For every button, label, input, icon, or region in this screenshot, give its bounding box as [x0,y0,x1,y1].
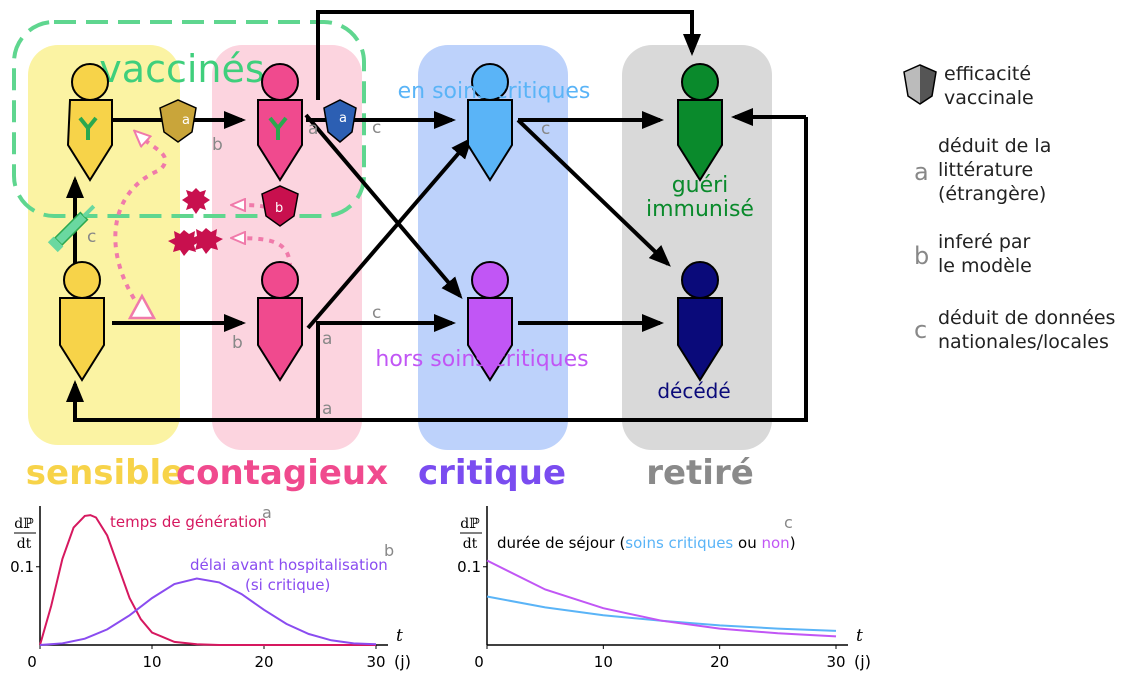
series-line-1 [39,577,377,646]
person-contagious [257,261,303,382]
x-axis-label: t [396,626,403,646]
arrow-cv-nonicu [304,113,463,300]
legend-a-l3: (étrangère) [938,183,1046,205]
edge-letter-b-bottom: b [232,333,243,353]
y-axis-label-num: dℙ [460,516,480,532]
contagieux-column [212,45,362,450]
edge-letter-c-cv: c [372,118,381,138]
arrow-c-icu [306,136,473,330]
x-tick-label: 10 [594,653,613,671]
arrow-icu-dead [516,118,671,267]
chart-title-part: durée de séjour ( [497,534,625,552]
y-axis-label-num: dℙ [14,516,34,532]
legend-b-l2: le modèle [938,255,1032,277]
group-label-critique: critique [418,453,566,493]
x-tick-label: 0 [27,653,37,671]
y-axis-label-den: dt [463,536,478,552]
arrow-cv-recovered [316,10,701,100]
x-axis-unit: (j) [394,652,411,671]
edge-letter-a-c: a [322,329,332,349]
icu-label: en soins critiques [398,79,591,104]
y-axis-label-den: dt [17,536,32,552]
edge-letter-a-loop: a [322,399,332,419]
edge-letter-c-c: c [372,303,381,323]
x-axis-unit: (j) [854,652,871,671]
person-non-icu [467,261,513,382]
series-line-1 [486,559,837,638]
chart-title-part: non [761,534,789,552]
edge-letter-c-vaccination: c [87,227,96,247]
series-sup-b: b [384,541,394,560]
chart-length-of-stay: dℙ dt 0 10 20 30 0.1 t (j) durée de séjour (soins… [457,506,871,671]
series-line-0 [486,595,837,632]
edge-letter-b-top: b [212,135,223,155]
edge-letter-c-icu: c [541,119,550,139]
series-label-hosp-2: (si critique) [245,576,330,594]
recovered-label-1: guéri [672,173,729,198]
legend-letter-b: b [914,242,929,270]
triangle-sensible [127,293,157,320]
antibody-icon [268,116,288,140]
antibody-icon [78,116,98,140]
legend-b-l1: inferé par [938,231,1031,253]
person-recovered [677,63,723,182]
legend-c-l1: déduit de données [938,307,1115,329]
shield-icon-b-pink: b [261,185,299,227]
x-tick-label: 0 [474,653,484,671]
person-dead [677,261,723,382]
chart-title-part: soins critiques [625,534,733,552]
y-tick-label: 0.1 [10,558,34,576]
legend-letter-a: a [914,158,929,186]
series-line-0 [39,514,376,646]
svg-text:a: a [182,113,190,128]
legend-a-l2: littérature [938,159,1033,181]
legend-shield-icon [903,64,937,105]
series-label-hosp: délai avant hospitalisation [190,556,388,574]
group-label-contagieux: contagieux [176,453,388,493]
svg-text:b: b [275,201,283,216]
y-tick-label: 0.1 [457,558,481,576]
group-label-sensible: sensible [26,453,184,493]
syringe-icon [47,204,96,253]
person-sensible [59,261,105,382]
legend-shield-l1: efficacité [944,63,1031,85]
legend-shield-l2: vaccinale [944,87,1034,109]
non-icu-label: hors soins critiques [375,347,588,372]
legend: efficacité vaccinale a déduit de la litt… [903,63,1115,353]
edge-letter-a-cv: a [308,119,318,139]
arrow-recovered-sensible [66,117,808,422]
chart-title-part: ou [733,534,761,552]
x-tick-label: 30 [366,653,385,671]
series-sup-a: a [262,503,272,522]
chart-title: durée de séjour (soins critiques ou non) [497,534,796,552]
group-label-retire: retiré [646,453,754,493]
person-icu [467,63,513,182]
svg-text:a: a [339,111,347,126]
virus-icons [168,188,223,256]
infection-path-1 [113,136,168,310]
recovered-label-2: immunisé [646,197,754,222]
vaccinated-label: vaccinés [99,47,264,91]
shield-icon-a-gold: a [159,99,197,143]
dead-label: décédé [657,379,730,403]
arrow-c-nonicu [316,314,456,420]
x-tick-label: 20 [254,653,273,671]
series-label-generation: temps de génération [110,513,267,531]
x-tick-label: 30 [826,653,845,671]
retire-column [622,45,772,450]
legend-c-l2: nationales/locales [938,331,1109,353]
shield-icon-a-blue: a [323,99,357,143]
x-axis-label: t [856,626,863,646]
legend-letter-c: c [914,316,927,344]
x-tick-label: 20 [710,653,729,671]
chart-title-part: ) [790,534,796,552]
person-sensible-vaccinated [66,63,113,182]
legend-a-l1: déduit de la [938,135,1051,157]
person-contagious-vaccinated [257,63,303,182]
chart-title-sup-c: c [784,513,793,532]
x-tick-label: 10 [142,653,161,671]
